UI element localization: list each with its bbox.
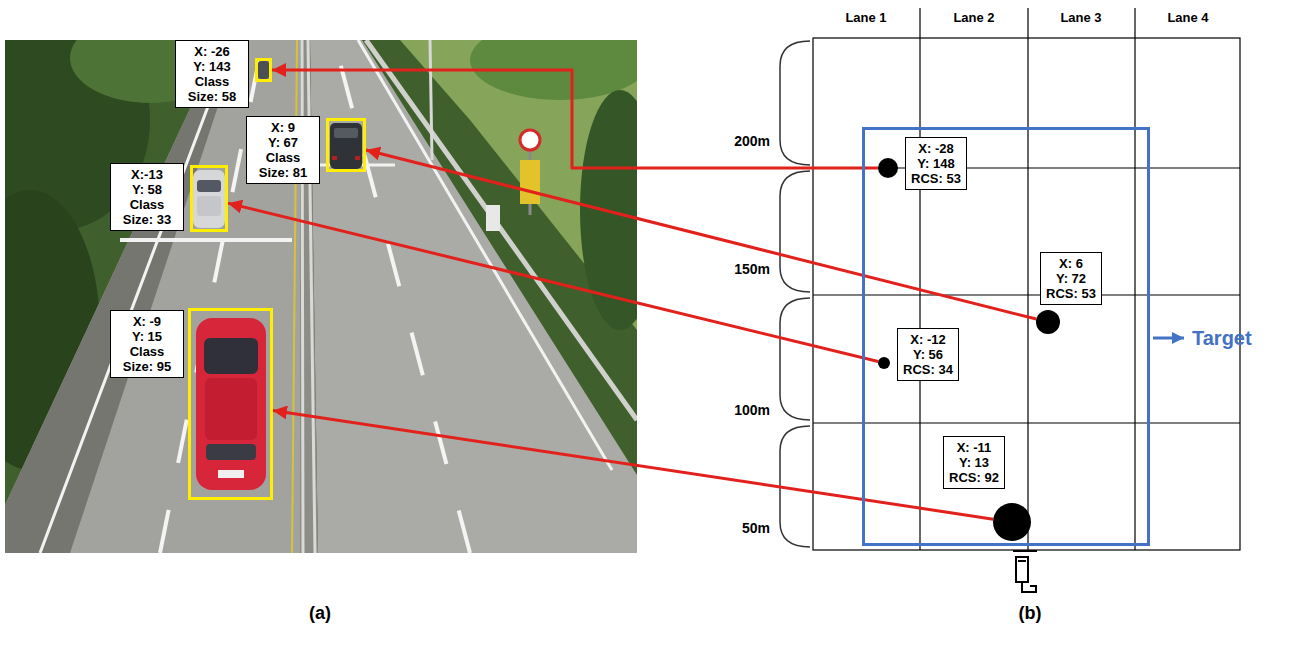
detection-value: RCS: 53	[1045, 286, 1097, 301]
distance-label: 100m	[734, 402, 770, 419]
detection-label: X: -12Y: 56RCS: 34	[897, 328, 959, 381]
edge-line	[358, 40, 612, 470]
roadside-post	[486, 205, 500, 231]
car-rear-window	[206, 444, 256, 460]
camera-detection-box: X: 9Y: 67Class Size: 81	[326, 118, 366, 172]
red-car	[196, 318, 266, 490]
detection-value: X:-13	[115, 167, 179, 182]
detection-label: X: -28Y: 148RCS: 53	[905, 137, 967, 190]
panel-label: (b)	[1019, 603, 1042, 625]
camera-detection-box: X: -9Y: 15Class Size: 95	[188, 308, 273, 500]
match-arrow	[273, 410, 993, 519]
match-arrow	[366, 150, 1036, 319]
lane-divider	[1134, 8, 1135, 550]
detection-value: X: -12	[902, 332, 954, 347]
lane-label: Lane 4	[1167, 10, 1208, 26]
detection-label: X:-13Y: 58Class Size: 33	[110, 163, 184, 231]
target-pointer	[1153, 337, 1184, 340]
detection-value: Y: 15	[115, 329, 179, 344]
range-brace	[780, 41, 810, 165]
detection-value: Class Size: 95	[115, 344, 179, 374]
range-braces	[780, 41, 810, 547]
radar-sensor-icon	[1013, 551, 1037, 592]
lane-divider	[919, 8, 920, 550]
car-rear-window	[334, 128, 358, 138]
detection-value: Y: 67	[251, 135, 315, 150]
match-arrow	[272, 70, 878, 168]
road-photo	[5, 40, 637, 553]
radar-mount	[1013, 550, 1037, 552]
radar-body	[1016, 557, 1036, 592]
camera-detection-box: X:-13Y: 58Class Size: 33	[190, 165, 228, 232]
distance-label: 150m	[734, 261, 770, 278]
car-windshield	[197, 180, 221, 192]
info-sign	[520, 160, 540, 204]
target-label: Target	[1192, 326, 1252, 350]
panel-label: (a)	[309, 603, 331, 625]
detection-label: X: -9Y: 15Class Size: 95	[110, 310, 184, 378]
detection-label: X: -11Y: 13RCS: 92	[943, 436, 1005, 489]
car-roof	[205, 378, 257, 440]
detection-label: X: 9Y: 67Class Size: 81	[246, 116, 320, 184]
detection-value: X: -26	[180, 44, 244, 59]
detection-value: Class Size: 33	[115, 197, 179, 227]
speed-sign	[520, 130, 540, 150]
license-plate	[218, 470, 244, 478]
light-pole	[430, 40, 432, 160]
detection-value: Y: 13	[948, 455, 1000, 470]
car-roof	[197, 196, 221, 216]
lane-label: Lane 2	[953, 10, 994, 26]
radar-detection-dot: X: 6Y: 72RCS: 53	[1036, 310, 1060, 334]
range-brace	[780, 298, 810, 420]
match-arrow	[228, 203, 878, 361]
detection-value: Class Size: 81	[251, 150, 315, 180]
lane-label: Lane 1	[845, 10, 886, 26]
detection-value: Y: 143	[180, 59, 244, 74]
detection-value: Y: 58	[115, 182, 179, 197]
lane-divider	[1027, 8, 1028, 550]
detection-value: RCS: 34	[902, 362, 954, 377]
target-region: X: -28Y: 148RCS: 53X: 6Y: 72RCS: 53X: -1…	[862, 127, 1150, 546]
tail-light	[355, 156, 360, 160]
distance-label: 50m	[742, 520, 770, 537]
radar-detection-dot: X: -12Y: 56RCS: 34	[878, 357, 890, 369]
radar-detection-dot: X: -11Y: 13RCS: 92	[993, 503, 1031, 541]
range-divider	[813, 294, 1240, 295]
right-carriageway	[310, 40, 637, 553]
stop-line	[120, 238, 292, 242]
car-windshield	[204, 338, 258, 374]
radar-detection-dot: X: -28Y: 148RCS: 53	[878, 158, 898, 178]
detection-label: X: 6Y: 72RCS: 53	[1040, 252, 1102, 305]
detection-value: RCS: 92	[948, 470, 1000, 485]
distance-label: 200m	[734, 133, 770, 150]
silver-car	[193, 170, 225, 228]
detection-value: Y: 72	[1045, 271, 1097, 286]
detection-value: X: -28	[910, 141, 962, 156]
tail-light	[332, 156, 337, 160]
guard-rail	[366, 40, 637, 420]
detection-value: X: -9	[115, 314, 179, 329]
detection-value: Y: 56	[902, 347, 954, 362]
grid-frame	[813, 38, 1240, 550]
detection-value: X: 9	[251, 120, 315, 135]
camera-detection-box: X: -26Y: 143Class Size: 58	[255, 58, 272, 82]
detection-value: X: 6	[1045, 256, 1097, 271]
range-divider	[813, 422, 1240, 423]
detection-value: RCS: 53	[910, 171, 962, 186]
detection-value: Class Size: 58	[180, 74, 244, 104]
distant-car	[258, 61, 269, 79]
lane-label: Lane 3	[1060, 10, 1101, 26]
dark-suv	[330, 123, 362, 169]
detection-label: X: -26Y: 143Class Size: 58	[175, 40, 249, 108]
detection-value: X: -11	[948, 440, 1000, 455]
range-brace	[780, 171, 810, 292]
detection-value: Y: 148	[910, 156, 962, 171]
